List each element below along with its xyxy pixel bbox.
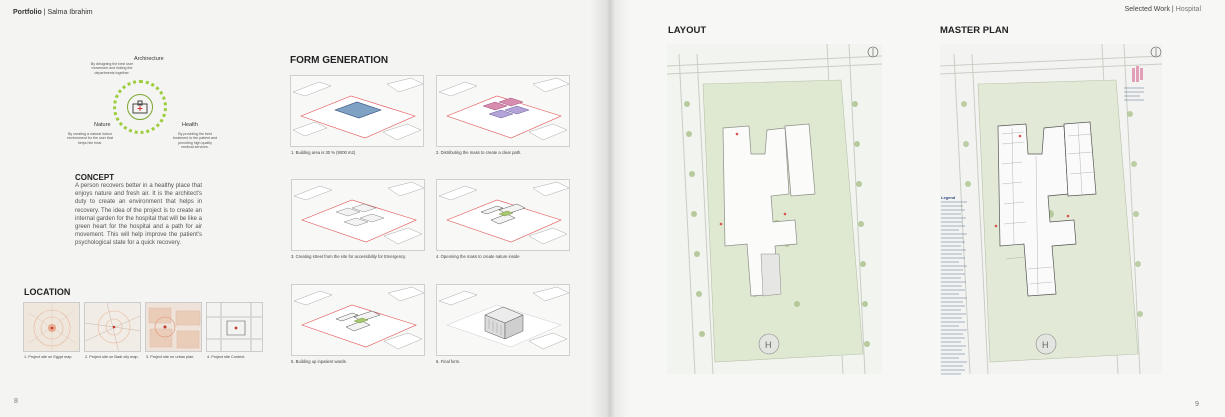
svg-text:H: H [765, 340, 772, 350]
form-step-2-caption: 2. Distributing the mass to create a cle… [436, 150, 522, 155]
header-separator: | [41, 9, 48, 16]
hospital-icon [127, 94, 153, 120]
form-step-1-drawing [290, 75, 424, 147]
master-plan-legend: Legend [941, 196, 971, 381]
left-page: Portfolio | Salma Ibrahim Archirecture B… [0, 0, 606, 417]
text-health: By providing the best treatment to the p… [173, 132, 217, 149]
page-number-right: 9 [1195, 401, 1199, 408]
form-step-2-drawing [436, 75, 570, 147]
author-name: Salma Ibrahim [47, 9, 93, 16]
page-number-left: 8 [14, 398, 18, 405]
location-caption-2: 2. Project site on Badr city map. [85, 355, 139, 359]
legend-entries [941, 201, 967, 375]
master-plan-title: MASTER PLAN [940, 25, 1009, 36]
label-architecture: Archirecture [134, 56, 164, 62]
label-nature: Nature [94, 122, 111, 128]
book-gutter [590, 0, 630, 417]
form-step-6-drawing [436, 284, 570, 356]
diagram-ring [113, 80, 167, 134]
concept-title: CONCEPT [75, 173, 115, 182]
selected-work-label: Selected Work [1124, 6, 1170, 13]
header-separator-right: | [1169, 6, 1176, 13]
form-step-5-caption: 5. Building up inpatient wards. [291, 359, 347, 364]
location-caption-4: 4. Project site Context. [207, 355, 246, 359]
concept-body: A person recovers better in a healthy pl… [75, 183, 202, 247]
svg-text:H: H [1042, 340, 1049, 350]
project-name: Hospital [1175, 6, 1201, 13]
portfolio-label: Portfolio [13, 9, 42, 16]
master-site-plan: H [940, 44, 1162, 374]
portfolio-header: Portfolio | Salma Ibrahim [13, 9, 93, 16]
layout-title: LAYOUT [668, 25, 707, 36]
layout-site-plan: H [667, 44, 882, 374]
form-step-4-drawing [436, 179, 570, 251]
location-caption-3: 3. Project site on urban plan. [146, 355, 195, 359]
location-map-badr [84, 302, 141, 352]
location-map-urban [145, 302, 202, 352]
concept-diagram: Archirecture By designing the best user … [60, 52, 220, 164]
location-map-egypt [23, 302, 80, 352]
form-generation-title: FORM GENERATION [290, 55, 389, 66]
form-step-1-caption: 1. Building area is 30 % (9000 m2) [291, 150, 356, 155]
form-step-3-drawing [291, 179, 425, 251]
text-nature: By creating a natural indoor environment… [67, 132, 113, 145]
form-step-3-caption: 3. Creating street from the site for acc… [291, 254, 407, 259]
location-map-context [206, 302, 263, 352]
location-title: LOCATION [24, 287, 71, 297]
label-health: Health [182, 122, 198, 128]
section-header: Selected Work | Hospital [1125, 6, 1201, 13]
form-step-6-caption: 6. Final form. [436, 359, 461, 364]
form-step-4-caption: 4. Openning the mass to create nature in… [436, 254, 520, 259]
location-caption-1: 1. Project site on Egypt map. [24, 355, 73, 359]
form-step-5-drawing [291, 284, 425, 356]
legend-title: Legend [941, 195, 956, 200]
text-architecture: By designing the best user movement and … [90, 62, 134, 75]
